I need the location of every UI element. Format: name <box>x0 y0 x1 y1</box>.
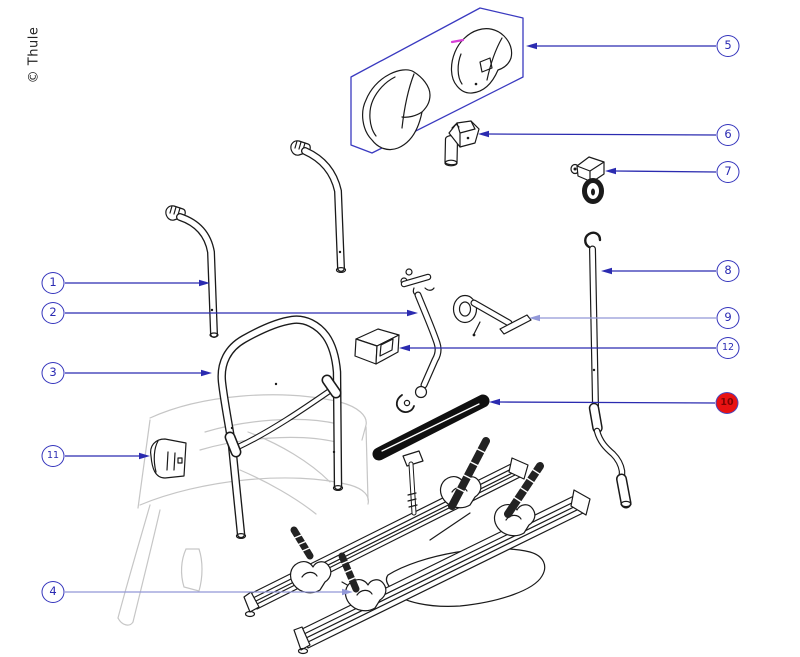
leader-arrow-12 <box>399 344 410 352</box>
leader-arrow-9 <box>529 314 540 322</box>
drawing-support-arm <box>395 268 442 413</box>
leader-line-6 <box>487 133 717 136</box>
callout-9[interactable]: 9 <box>716 307 740 329</box>
drawing-left-support-tube <box>165 205 219 338</box>
callout-5[interactable]: 5 <box>716 35 740 57</box>
callout-1[interactable]: 1 <box>41 272 65 294</box>
leader-arrow-1 <box>199 279 210 287</box>
drawing-knob-eyelet <box>570 156 605 204</box>
drawing-rail-assembly <box>243 437 591 655</box>
callout-7[interactable]: 7 <box>716 161 740 183</box>
callout-11[interactable]: 11 <box>41 445 65 467</box>
callout-12[interactable]: 12 <box>716 337 740 359</box>
drawing-ring-handle <box>452 294 532 337</box>
callout-6[interactable]: 6 <box>716 124 740 146</box>
drawing-u-frame <box>217 315 344 539</box>
leader-line-7 <box>614 170 717 173</box>
drawing-tensioner-rod <box>584 231 632 509</box>
leader-arrow-7 <box>605 167 616 175</box>
leader-arrow-3 <box>201 369 212 377</box>
callout-2[interactable]: 2 <box>41 302 65 324</box>
leader-arrow-8 <box>601 267 612 275</box>
leader-arrow-4 <box>342 588 353 596</box>
callout-8[interactable]: 8 <box>716 260 740 282</box>
drawing-clip <box>150 438 187 479</box>
drawing-cover-box <box>350 7 524 154</box>
callout-4[interactable]: 4 <box>41 581 65 603</box>
drawing-latch-assembly <box>444 120 480 167</box>
drawing-cover-plate <box>354 328 400 365</box>
leader-arrow-2 <box>407 309 418 317</box>
leader-arrow-10 <box>489 398 500 406</box>
callout-3[interactable]: 3 <box>41 362 65 384</box>
drawing-rubber-strap <box>372 394 490 461</box>
leader-line-10 <box>498 401 716 404</box>
leader-arrow-11 <box>139 452 150 460</box>
leader-arrow-5 <box>526 42 537 50</box>
callout-10[interactable]: 10 <box>715 392 739 414</box>
leader-arrow-6 <box>478 130 489 138</box>
drawing-right-support-tube <box>290 140 347 274</box>
highlight-dash <box>450 38 465 44</box>
copyright-text: © Thule <box>26 26 42 84</box>
